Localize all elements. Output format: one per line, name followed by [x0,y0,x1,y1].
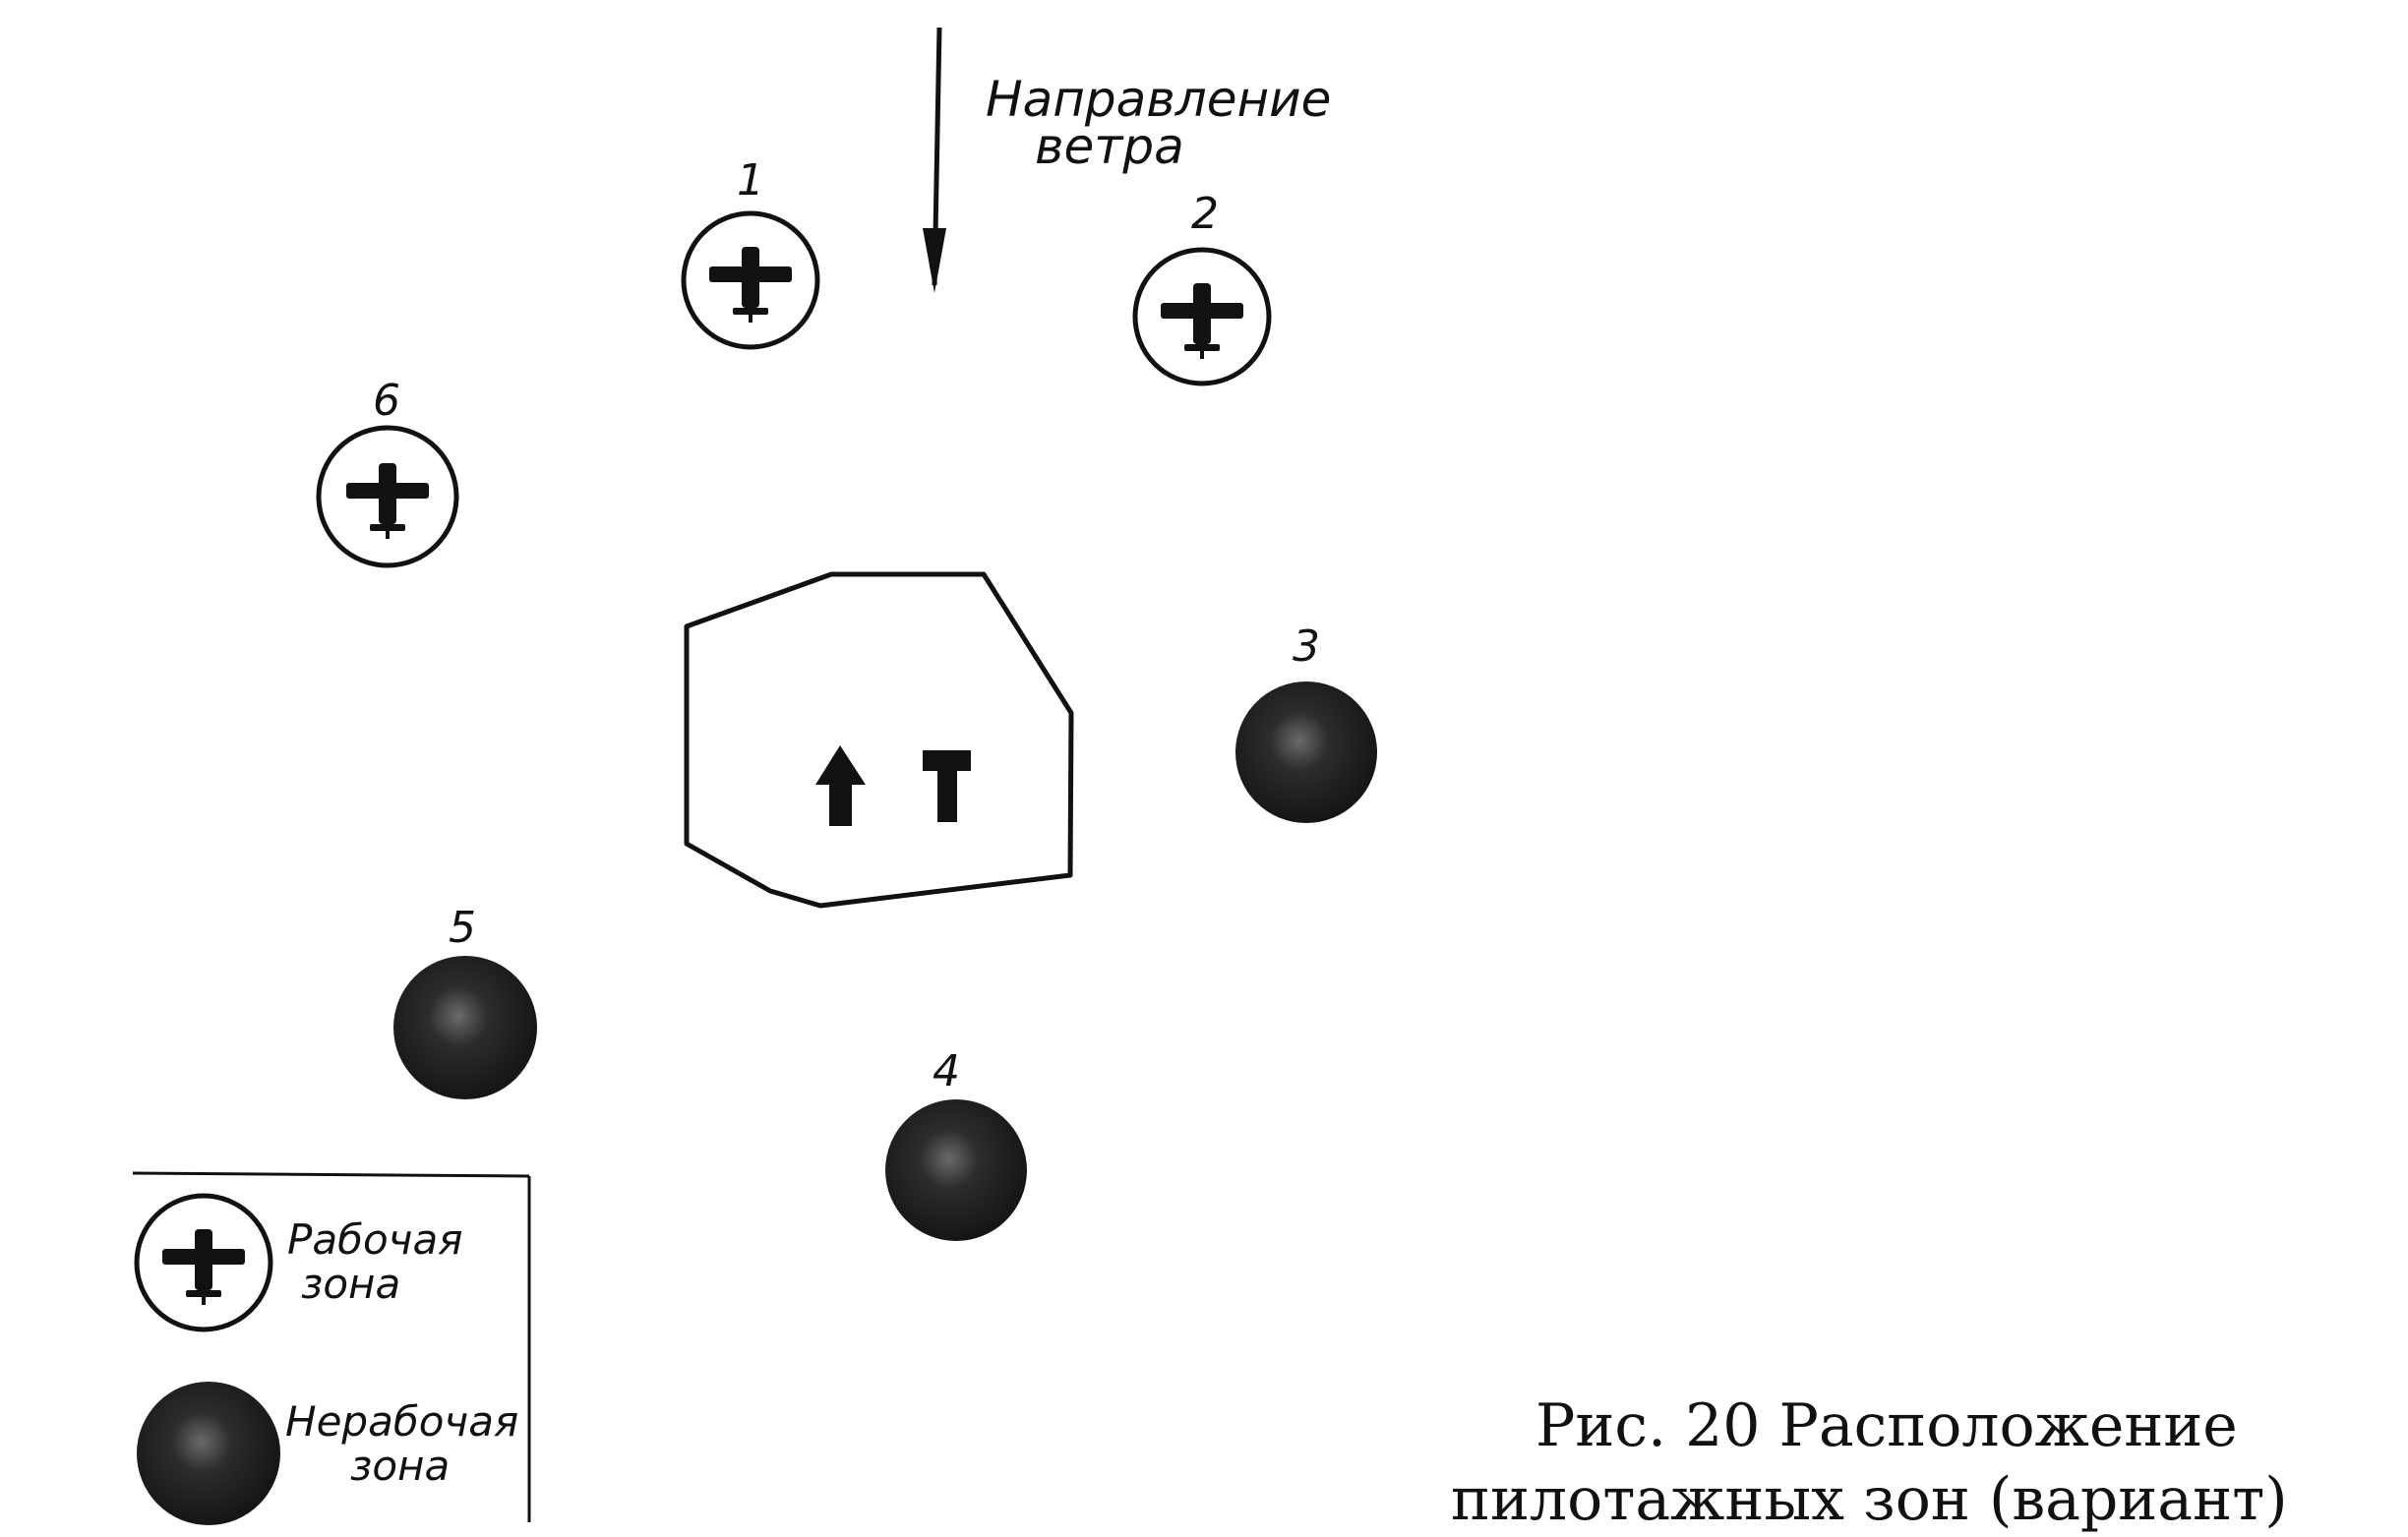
legend-nonworking-line2: зона [350,1442,450,1490]
legend-working: Рабочая зона [134,1193,462,1332]
zone-3: 3 [1235,621,1377,823]
figure-caption-line1: Рис. 20 Расположение [1535,1391,2238,1460]
legend-working-line1: Рабочая [287,1215,462,1264]
wind-label-line2: ветра [1035,118,1184,175]
landing-direction-arrow-icon [815,745,866,826]
zone-number: 6 [373,376,400,426]
legend-working-line2: зона [301,1260,400,1308]
landing-t-icon [923,750,971,822]
wind-direction-arrow [923,27,946,293]
zone-number: 2 [1191,189,1219,239]
legend: Рабочая зона Нерабочая зона [132,1171,531,1525]
airfield [684,571,1074,909]
zone-number: 1 [737,155,764,206]
zone-number: 3 [1293,621,1320,672]
wind-label-line1: Направление [986,71,1331,128]
zone-1: 1 [681,155,820,350]
zone-2: 2 [1132,189,1272,386]
figure-caption-line2: пилотажных зон (вариант) [1451,1465,2288,1534]
zone-5: 5 [393,903,537,1099]
zone-number: 5 [449,903,476,953]
legend-nonworking-line1: Нерабочая [285,1397,518,1446]
zone-number: 4 [933,1046,960,1096]
zone-6: 6 [316,376,459,568]
zone-4: 4 [885,1046,1027,1241]
legend-nonworking: Нерабочая зона [137,1382,518,1525]
